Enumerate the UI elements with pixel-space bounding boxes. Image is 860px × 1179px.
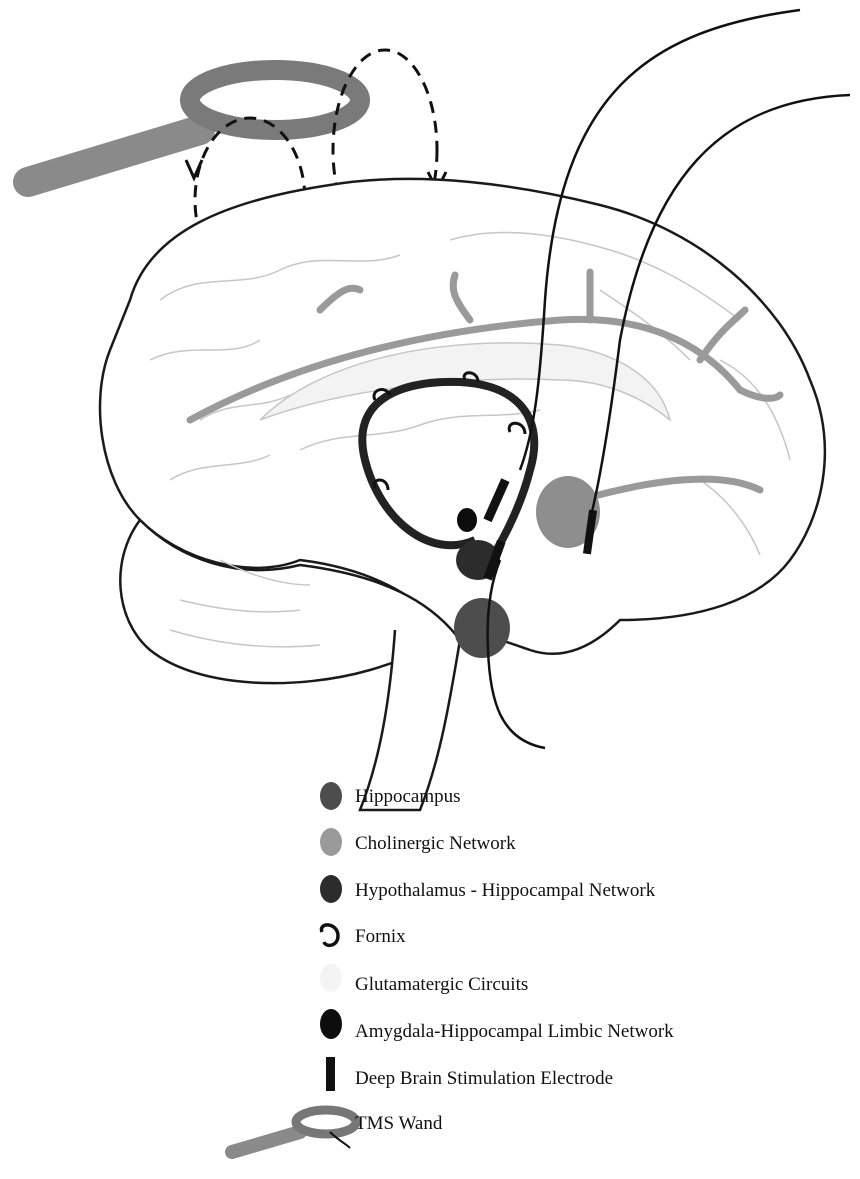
brain-illustration — [100, 179, 825, 810]
amygdala-node — [457, 508, 477, 532]
legend-label-cholinergic-network: Cholinergic Network — [355, 833, 516, 854]
electrode-bar-icon — [326, 1057, 335, 1091]
hook-icon — [321, 925, 338, 945]
legend-label-tms-wand: TMS Wand — [355, 1113, 443, 1134]
legend-label-glutamatergic-circuits: Glutamatergic Circuits — [355, 974, 528, 995]
field-arrow-left — [186, 160, 202, 178]
legend-label-deep-brain-stimulation-electrode: Deep Brain Stimulation Electrode — [355, 1068, 613, 1089]
faint-oval-icon — [320, 964, 342, 992]
black-oval-icon — [320, 1009, 342, 1039]
tms-wand-handle — [28, 130, 200, 182]
light-gray-oval-icon — [320, 828, 342, 856]
hippocampus-node — [454, 598, 510, 658]
dark-gray-oval-icon — [320, 782, 342, 810]
tms-wand-loop — [190, 70, 360, 130]
tms-wand-icon — [232, 1110, 356, 1152]
darker-gray-oval-icon — [320, 875, 342, 903]
legend-label-hypothalamus-hippocampal-network: Hypothalamus - Hippocampal Network — [355, 880, 656, 901]
legend-label-fornix: Fornix — [355, 926, 406, 947]
legend: Hippocampus Cholinergic Network Hypothal… — [232, 782, 674, 1152]
legend-label-amygdala-hippocampal-limbic-network: Amygdala-Hippocampal Limbic Network — [355, 1021, 674, 1042]
legend-label-hippocampus: Hippocampus — [355, 786, 461, 807]
